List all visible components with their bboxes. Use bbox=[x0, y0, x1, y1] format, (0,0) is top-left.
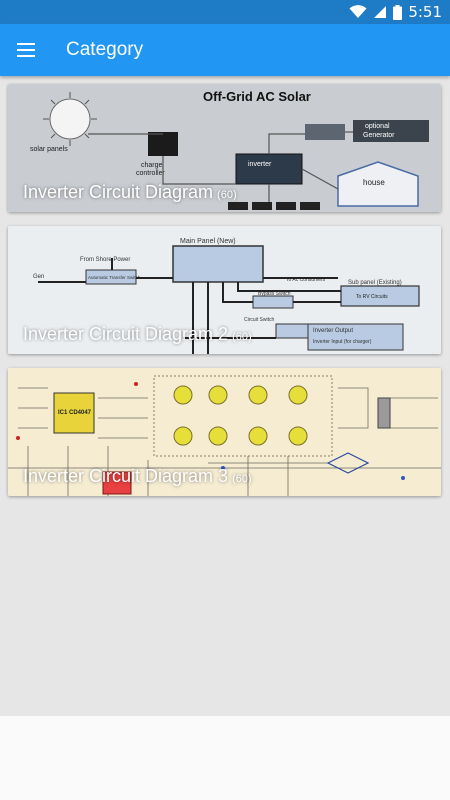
thumb-gen-label: Gen bbox=[33, 274, 44, 280]
solar-diagram-thumbnail: Off-Grid AC Solar solar panels charge co… bbox=[8, 84, 441, 212]
category-count: (60) bbox=[232, 473, 252, 485]
hamburger-menu-icon[interactable] bbox=[0, 24, 52, 76]
category-count: (60) bbox=[232, 331, 252, 343]
category-card-inverter-circuit-diagram[interactable]: Off-Grid AC Solar solar panels charge co… bbox=[8, 84, 441, 212]
schematic-thumbnail: IC1 CD4047 bbox=[8, 368, 441, 496]
thumb-circuit-label: Circuit Switch bbox=[244, 317, 275, 323]
category-title: Inverter Circuit Diagram 3(60) bbox=[23, 466, 252, 487]
category-title: Inverter Circuit Diagram(60) bbox=[23, 182, 237, 203]
wifi-icon bbox=[349, 5, 367, 18]
cell-signal-icon bbox=[374, 6, 387, 18]
category-title-text: Inverter Circuit Diagram bbox=[23, 182, 214, 202]
thumb-heading: Off-Grid AC Solar bbox=[203, 89, 311, 104]
sun-icon bbox=[43, 92, 97, 146]
thumb-controller-label-1: charge bbox=[141, 162, 163, 169]
category-title: Inverter Circuit Diagram 2(60) bbox=[23, 324, 252, 345]
category-count: (60) bbox=[217, 189, 237, 201]
thumb-to-rv-label: To RV Circuits bbox=[356, 294, 388, 300]
thumb-inverter-output-label: Inverter Output bbox=[313, 328, 353, 334]
thumb-generator-label-2: Generator bbox=[363, 132, 395, 139]
bottom-blank-area bbox=[0, 716, 450, 800]
category-list: Off-Grid AC Solar solar panels charge co… bbox=[0, 76, 450, 716]
app-bar: Category bbox=[0, 24, 450, 76]
thumb-generator-label-1: optional bbox=[365, 123, 390, 130]
category-title-text: Inverter Circuit Diagram 3 bbox=[23, 466, 229, 486]
category-card-inverter-circuit-diagram-2[interactable]: Main Panel (New) From Shore Power Gen Au… bbox=[8, 226, 441, 354]
clock: 5:51 bbox=[408, 3, 442, 21]
category-title-text: Inverter Circuit Diagram 2 bbox=[23, 324, 229, 344]
thumb-inverter-label: inverter bbox=[248, 161, 272, 168]
battery-icon bbox=[393, 4, 403, 20]
thumb-ic-label: IC1 CD4047 bbox=[58, 410, 92, 416]
thumb-solar-label: solar panels bbox=[30, 146, 68, 153]
thumb-sub-panel-label: Sub panel (Existing) bbox=[348, 280, 402, 286]
thumb-controller-label-2: controller bbox=[136, 170, 165, 177]
thumb-shore-label: From Shore Power bbox=[80, 257, 130, 263]
thumb-main-panel-label: Main Panel (New) bbox=[180, 238, 236, 245]
page-title: Category bbox=[66, 39, 144, 60]
status-bar: 5:51 bbox=[0, 0, 450, 24]
thumb-transfer-label: Automatic Transfer Switch bbox=[88, 275, 141, 280]
thumb-ac-label: To Ac Consumers bbox=[286, 277, 326, 283]
thumb-house-label: house bbox=[363, 178, 385, 187]
category-card-inverter-circuit-diagram-3[interactable]: IC1 CD4047 Inverter Circuit Diagram 3(60… bbox=[8, 368, 441, 496]
thumb-inverter-input-label: Inverter Input (for charger) bbox=[313, 339, 372, 345]
thumb-bypass-label: Bypass Switch bbox=[258, 291, 291, 297]
panel-wiring-thumbnail: Main Panel (New) From Shore Power Gen Au… bbox=[8, 226, 441, 354]
